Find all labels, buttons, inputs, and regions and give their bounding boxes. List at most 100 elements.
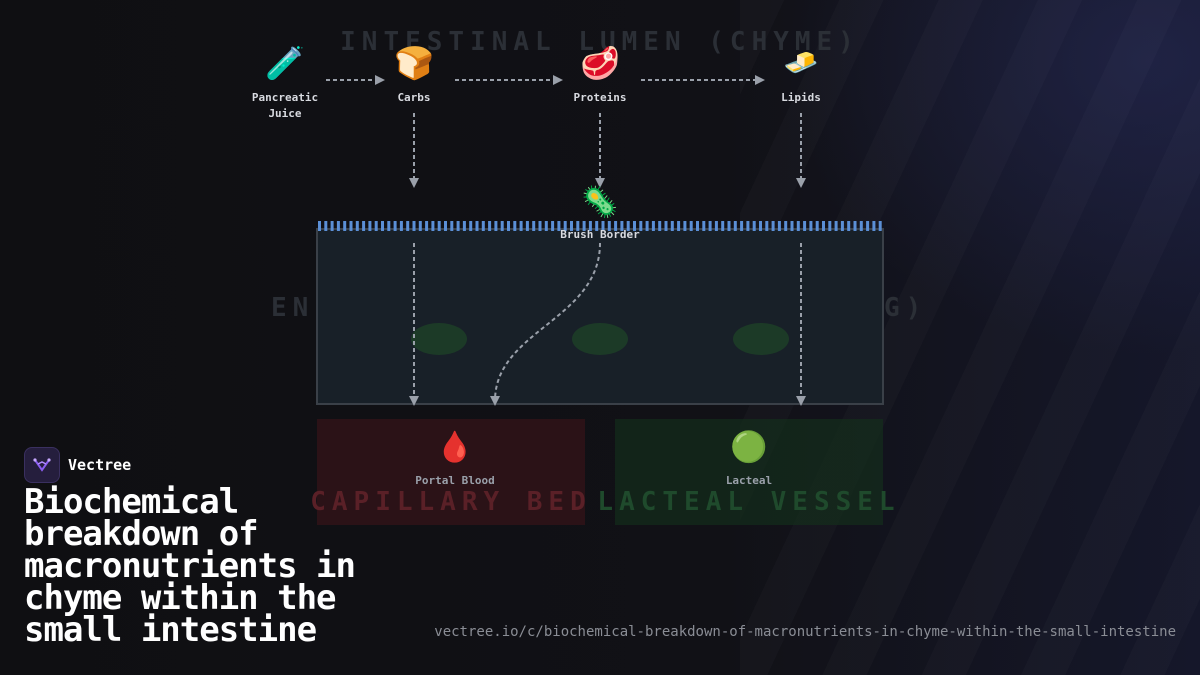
microvillus	[853, 221, 857, 231]
microvillus	[840, 221, 844, 231]
microvillus	[469, 221, 473, 231]
lipids-label: Lipids	[781, 91, 821, 104]
microvillus	[381, 221, 384, 231]
bread-icon: 🍞	[394, 44, 434, 82]
microvillus	[507, 221, 510, 231]
microvillus	[349, 221, 353, 231]
microvillus	[406, 221, 410, 231]
microvillus	[374, 221, 378, 231]
microvillus	[324, 221, 328, 231]
microvillus	[702, 221, 706, 231]
microvillus	[796, 221, 800, 231]
microvillus	[752, 221, 756, 231]
microvillus	[872, 221, 876, 231]
nucleus-2	[572, 323, 628, 355]
microvillus	[557, 221, 561, 231]
brand: Vectree	[24, 447, 131, 483]
microvillus	[859, 221, 863, 231]
vectree-logo-icon	[24, 447, 60, 483]
microvillus	[677, 221, 681, 231]
microvillus	[658, 221, 662, 231]
microvillus	[362, 221, 366, 231]
microvillus	[878, 221, 882, 231]
arrow-proteins-to-blood	[490, 242, 601, 406]
brush-border-label: Brush Border	[560, 228, 640, 241]
proteins-label: Proteins	[574, 91, 627, 104]
microvillus	[595, 221, 599, 231]
lacteal-label: Lacteal	[726, 474, 772, 487]
microvillus	[456, 221, 460, 231]
microvillus	[633, 221, 636, 231]
microvillus	[500, 221, 504, 231]
microvillus	[582, 221, 586, 231]
lacteal-vessel-label: LACTEAL VESSEL	[597, 487, 900, 517]
microvillus	[803, 221, 807, 231]
enterocyte-cell	[316, 228, 884, 405]
microvillus	[475, 221, 479, 231]
microvillus	[683, 221, 687, 231]
microvillus	[525, 221, 529, 231]
microvillus	[866, 221, 870, 231]
microvillus	[746, 221, 750, 231]
microvillus	[437, 221, 441, 231]
lumen-region-label: INTESTINAL LUMEN (CHYME)	[340, 27, 860, 57]
blood-drop-icon: 🩸	[436, 429, 473, 465]
microvillus	[708, 221, 712, 231]
microvillus	[538, 221, 542, 231]
microvillus	[462, 221, 466, 231]
microvillus	[834, 221, 838, 231]
green-circle-icon: 🟢	[730, 429, 767, 465]
portal-blood-label: Portal Blood	[415, 474, 494, 487]
microvillus	[721, 221, 725, 231]
microvillus	[481, 221, 485, 231]
microvillus	[714, 221, 718, 231]
microvillus	[601, 221, 605, 231]
microvillus	[519, 221, 523, 231]
microvillus	[343, 221, 347, 231]
microvillus	[418, 221, 422, 231]
microvillus	[444, 221, 447, 231]
microvillus	[689, 221, 693, 231]
microvillus	[765, 221, 769, 231]
microvillus	[784, 221, 788, 231]
microvillus	[645, 221, 649, 231]
microvillus	[696, 221, 699, 231]
meat-icon: 🥩	[580, 44, 620, 82]
brand-name: Vectree	[68, 456, 132, 474]
microvillus	[336, 221, 340, 231]
microvillus	[771, 221, 775, 231]
microvillus	[368, 221, 372, 231]
microvillus	[393, 221, 397, 231]
microvillus	[494, 221, 498, 231]
microvillus	[847, 221, 851, 231]
nucleus-1	[411, 323, 467, 355]
microvillus	[431, 221, 435, 231]
carbs-label: Carbs	[397, 91, 430, 104]
microvillus	[318, 221, 321, 231]
microvillus	[399, 221, 403, 231]
lacteal-vessel-region	[615, 419, 883, 525]
enterocyte-region-label-left: EN	[271, 293, 314, 323]
pancreatic-juice-label-line2: Juice	[268, 107, 301, 120]
microvillus	[614, 221, 618, 231]
microvillus	[450, 221, 454, 231]
microvillus	[387, 221, 391, 231]
microvillus	[532, 221, 536, 231]
microvillus	[626, 221, 630, 231]
microvillus	[570, 221, 573, 231]
microvillus	[777, 221, 781, 231]
microvillus	[733, 221, 737, 231]
microvillus	[620, 221, 624, 231]
microvillus	[815, 221, 819, 231]
microvillus	[828, 221, 832, 231]
capillary-bed-region	[317, 419, 585, 525]
source-url[interactable]: vectree.io/c/biochemical-breakdown-of-ma…	[434, 624, 1176, 640]
nucleus-3	[733, 323, 789, 355]
microvillus	[513, 221, 517, 231]
butter-icon: 🧈	[784, 46, 819, 79]
capillary-bed-label: CAPILLARY BED	[310, 487, 592, 517]
microvillus	[759, 221, 762, 231]
microvillus	[607, 221, 611, 231]
microvillus	[563, 221, 567, 231]
